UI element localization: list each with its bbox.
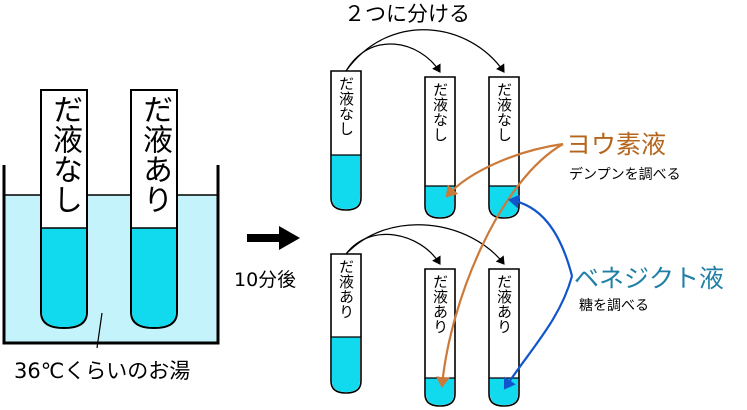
bath-leader-line	[96, 312, 103, 349]
bath-tube-no-saliva	[40, 89, 88, 330]
bath-tube-1-label: だ液なし	[47, 94, 82, 214]
top-tube-1-label: だ液なし	[337, 76, 355, 136]
process-arrow	[247, 226, 300, 250]
top-tube-1	[330, 70, 362, 211]
iodine-arrows	[435, 142, 564, 388]
bottom-tube-1	[330, 253, 362, 394]
bath-label: 36℃くらいのお湯	[14, 359, 190, 383]
bath-tube-with-saliva	[130, 89, 178, 330]
iodine-desc: デンプンを調べる	[569, 166, 681, 183]
benedict-title: ベネジクト液	[574, 264, 724, 293]
split-label: ２つに分ける	[344, 2, 470, 26]
time-label: 10分後	[234, 269, 296, 291]
bath-tube-2-label: だ液あり	[137, 94, 172, 214]
split-arrows-top	[345, 29, 505, 73]
top-tube-3-label: だ液なし	[495, 82, 513, 142]
bottom-tube-3-label: だ液あり	[495, 274, 513, 334]
top-tube-2-label: だ液なし	[431, 82, 449, 142]
benedict-arrows	[503, 194, 574, 390]
bottom-tube-2-label: だ液あり	[431, 274, 449, 334]
water-bath	[2, 165, 220, 349]
bottom-tube-1-label: だ液あり	[337, 259, 355, 319]
benedict-desc: 糖を調べる	[579, 298, 649, 314]
iodine-title: ヨウ素液	[566, 130, 666, 159]
split-arrows-bottom	[345, 224, 505, 265]
